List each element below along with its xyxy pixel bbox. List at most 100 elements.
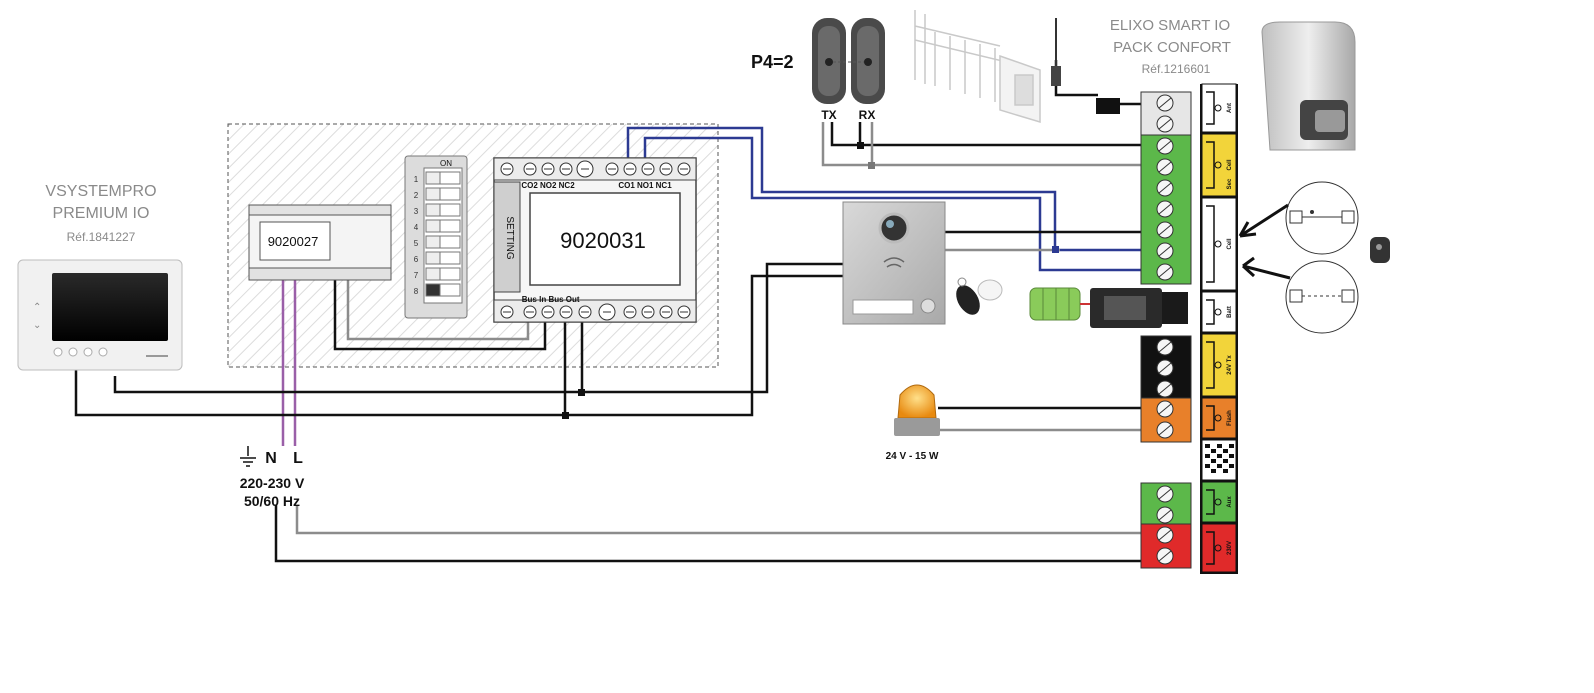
monitor-button-4 [98,347,108,357]
dip-switch-1: 1 [414,171,461,185]
terminals-top-left: CO2 NO2 NC2 [521,181,575,190]
photocell-tx-label: TX [821,108,836,122]
screw-top [623,162,637,176]
bus-in-label: Bus In [522,295,547,304]
strip-label: Batt [1227,306,1233,318]
dip-on-label: ON [440,159,452,168]
terminal-block-black [1140,335,1192,402]
strip-cell [1201,83,1237,133]
strip-label: Ant [1227,103,1233,113]
name-tag [852,299,914,315]
screw-top [605,162,619,176]
flash-lamp [894,384,940,436]
strip-cell [1201,481,1237,523]
power-supply-module [248,204,392,281]
terminal-block-aux [1140,482,1192,528]
screw-bottom [598,303,616,321]
strip-cell [1201,291,1237,333]
photocell-tx [812,18,846,104]
screw-bottom [677,305,691,319]
screw-bottom [623,305,637,319]
photocell-setting: P4=2 [751,52,794,72]
strip-cell [1201,197,1237,291]
photocell-wire-rx [858,122,1143,147]
dip-switch-4: 4 [414,219,461,233]
antenna-icon [1051,18,1120,114]
dip-number: 8 [414,287,419,296]
photocell-wire-tx-b [830,122,860,147]
screw-bottom [541,305,555,319]
monitor-ref: Réf.1841227 [67,230,136,244]
monitor-bus-wire-black-2 [565,274,843,417]
screw-top [576,160,594,178]
monitor-name-line2: PREMIUM IO [53,205,150,222]
mains-n-label: N [265,450,277,467]
screw-top [523,162,537,176]
strip-label: Flash [1227,410,1233,426]
safety-edge-sensor-icon [1285,260,1359,334]
screw-top [677,162,691,176]
arrow-icons [1238,203,1291,280]
camera-icon [878,212,910,244]
monitor-bus-wire-black [74,313,567,417]
dip-switch-7: 7 [414,267,461,281]
relay-module [493,157,697,323]
bus-out-label: Bus Out [548,295,579,304]
dip-number: 4 [414,223,419,232]
dip-number: 5 [414,239,419,248]
strip-label: Sec [1227,178,1233,189]
obstacle-sensor-icon [1285,181,1359,255]
remote-key-icon [1370,237,1390,263]
motor-name-line1: ELIXO SMART IO [1110,17,1230,34]
antenna-cable [1054,60,1143,106]
monitor-bus-wire-3 [582,262,843,394]
dip-number: 7 [414,271,419,280]
screw-bottom [500,305,514,319]
monitor-arrow-down-icon: ⌄ [33,320,41,331]
relay-screw-terminals [500,160,691,321]
dip-number: 1 [414,175,419,184]
strip-label: Cell [1227,159,1233,170]
terminals-top-right: CO1 NO1 NC1 [618,181,672,190]
dip-switch-2: 2 [414,187,461,201]
screw-bottom [523,305,537,319]
motor-name-line2: PACK CONFORT [1113,39,1231,56]
photocell-rx [851,18,885,104]
strip-cell [1201,439,1237,481]
keyfob-icon [956,277,1003,315]
gate-illustration [914,10,1041,124]
monitor-button-1 [53,347,63,357]
relay-module-code: 9020031 [560,228,646,253]
screw-top [641,162,655,176]
strip-label: Aux [1227,496,1233,508]
dip-switch-8: 8 [414,283,461,297]
photocell-rx-label: RX [859,108,876,122]
terminal-block-green-main [1140,134,1192,285]
psu-bus-wire-gray [346,280,530,341]
flash-spec: 24 V - 15 W [886,451,939,462]
ground-icon [240,446,256,467]
junctions [562,142,1059,419]
dip-switch-3: 3 [414,203,461,217]
photocell-wire-tx [821,122,1143,167]
screw-top [541,162,555,176]
battery-pack [1029,287,1188,328]
monitor-button-2 [68,347,78,357]
mains-voltage: 220-230 V [240,475,305,491]
strip-cell [1201,523,1237,573]
blue-wire-2 [643,136,1143,272]
strip-label: 24V Tx [1227,355,1233,375]
rfid-icon [883,257,905,268]
mains-wire-l [274,505,1143,563]
dip-switch-5: 5 [414,235,461,249]
screw-bottom [559,305,573,319]
dip-number: 2 [414,191,419,200]
monitor-button-3 [83,347,93,357]
dip-switch-6: 6 [414,251,461,265]
strip-cell [1201,133,1237,197]
strip-label: 230V [1227,541,1233,555]
screw-bottom [641,305,655,319]
screw-top [659,162,673,176]
